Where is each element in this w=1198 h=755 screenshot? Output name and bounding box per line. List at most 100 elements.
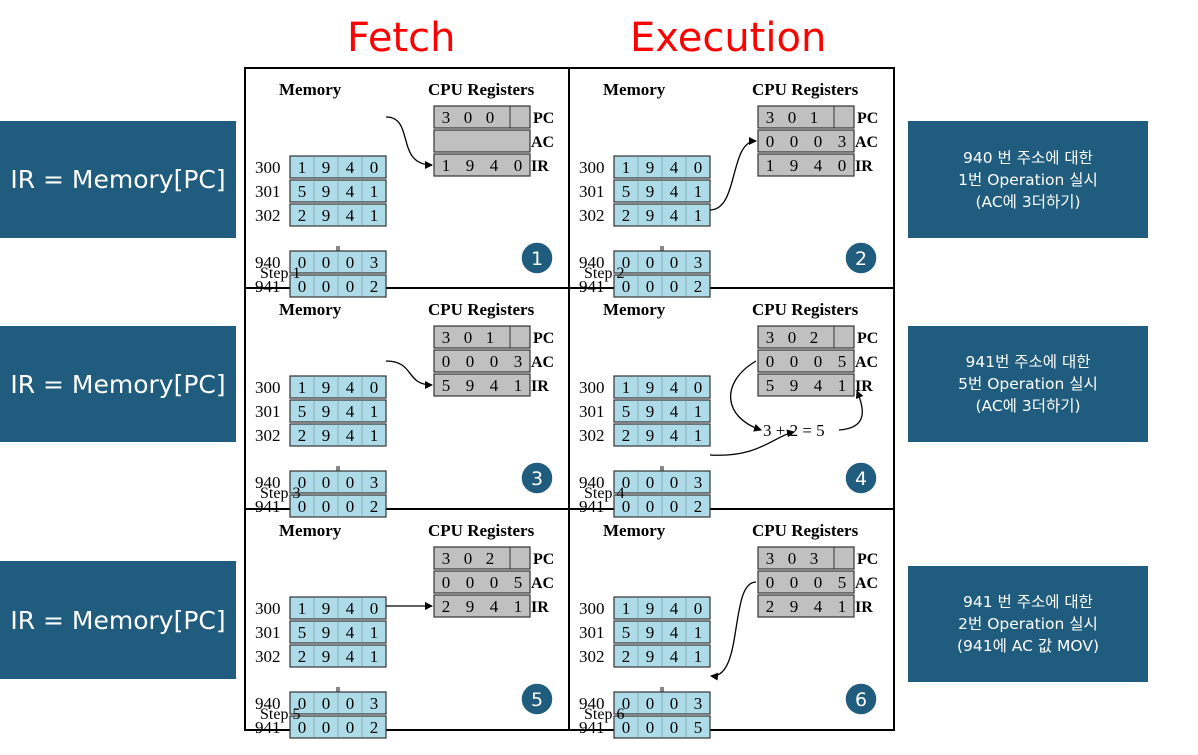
- register-ir-digit-2: 9: [466, 156, 475, 175]
- memory-address-302: 302: [255, 426, 281, 445]
- cpu-registers-title: CPU Registers: [428, 80, 535, 99]
- memory-301-digit-1: 5: [298, 182, 307, 201]
- memory-302-digit-4: 1: [694, 206, 703, 225]
- memory-940-digit-3: 0: [346, 473, 355, 492]
- memory-address-940: 940: [255, 253, 281, 272]
- memory-301-digit-2: 9: [646, 623, 655, 642]
- memory-940-digit-4: 3: [370, 253, 379, 272]
- register-pc-digit-2: 0: [788, 328, 797, 347]
- memory-302-digit-1: 2: [298, 426, 307, 445]
- register-ir-digit-4: 0: [514, 156, 523, 175]
- register-ac-digit-2: 0: [790, 352, 799, 371]
- memory-940-digit-2: 0: [646, 694, 655, 713]
- right-label-1-line-3: (AC에 3더하기): [975, 192, 1081, 211]
- step-label: Step 3: [260, 485, 300, 502]
- register-ir-digit-3: 4: [490, 156, 499, 175]
- register-pc-digit-2: 0: [464, 549, 473, 568]
- register-pc-cell: [433, 325, 531, 349]
- memory-302-digit-3: 4: [346, 206, 355, 225]
- left-label-2: IR = Memory[PC]: [0, 326, 236, 442]
- memory-to-sum-arrow: [709, 429, 795, 456]
- register-ac-digit-2: 0: [466, 573, 475, 592]
- memory-941-digit-1: 0: [298, 718, 307, 737]
- memory-302-digit-1: 2: [622, 647, 631, 666]
- right-label-2-line-3: (AC에 3더하기): [975, 397, 1081, 415]
- step-badge: [844, 241, 878, 275]
- register-pc-digit-2: 0: [788, 108, 797, 127]
- memory-301-digit-3: 4: [670, 182, 679, 201]
- memory-address-302: 302: [579, 647, 605, 666]
- register-ac-digit-4: 5: [514, 573, 523, 592]
- memory-941-digit-1: 0: [298, 277, 307, 296]
- memory-address-941: 941: [579, 497, 605, 516]
- memory-300-digit-3: 4: [346, 378, 355, 397]
- register-ir-cell: [757, 153, 855, 177]
- register-pc-label: PC: [857, 551, 878, 568]
- memory-address-301: 301: [579, 623, 605, 642]
- memory-941-digit-2: 0: [646, 718, 655, 737]
- execute-arrow: [709, 137, 757, 211]
- register-ir-digit-4: 1: [514, 597, 523, 616]
- memory-941-digit-2: 0: [646, 277, 655, 296]
- memory-title: Memory: [279, 521, 342, 540]
- register-ac-label: AC: [855, 575, 878, 592]
- register-pc-digit-3: 0: [486, 108, 495, 127]
- register-ac-cell: [757, 129, 855, 153]
- right-label-3-line-2: 2번 Operation 실시: [958, 615, 1098, 633]
- memory-941-digit-2: 0: [646, 497, 655, 516]
- cpu-registers-title: CPU Registers: [752, 521, 859, 540]
- register-ir-digit-2: 9: [790, 597, 799, 616]
- memory-300-digit-4: 0: [370, 378, 379, 397]
- memory-940-digit-2: 0: [646, 473, 655, 492]
- memory-940-digit-4: 3: [694, 253, 703, 272]
- memory-940-digit-4: 3: [694, 694, 703, 713]
- memory-302-digit-3: 4: [346, 426, 355, 445]
- register-ir-digit-2: 9: [466, 376, 475, 395]
- memory-941-digit-1: 0: [622, 497, 631, 516]
- memory-301-digit-3: 4: [670, 623, 679, 642]
- register-ac-cell: [757, 349, 855, 373]
- left-label-3: IR = Memory[PC]: [0, 561, 236, 679]
- memory-302-digit-4: 1: [370, 426, 379, 445]
- register-ac-digit-2: 0: [790, 132, 799, 151]
- memory-940-digit-4: 3: [370, 473, 379, 492]
- fetch-header: Fetch: [347, 15, 456, 61]
- execution-header: Execution: [630, 15, 827, 61]
- register-ir-label: IR: [531, 378, 549, 395]
- register-pc-digit-2: 0: [464, 328, 473, 347]
- memory-940-digit-2: 0: [322, 473, 331, 492]
- memory-302-digit-3: 4: [670, 426, 679, 445]
- store-arrow: [710, 581, 757, 681]
- memory-302-digit-4: 1: [370, 206, 379, 225]
- register-pc-digit-1: 3: [766, 549, 775, 568]
- sum-to-ac-arrow: [838, 390, 864, 431]
- step-badge-number: 4: [855, 468, 867, 490]
- memory-941-digit-1: 0: [298, 497, 307, 516]
- memory-302-digit-2: 9: [322, 206, 331, 225]
- memory-address-941: 941: [255, 718, 281, 737]
- memory-302-digit-1: 2: [622, 206, 631, 225]
- register-ir-digit-1: 2: [442, 597, 451, 616]
- register-pc-cell: [757, 105, 855, 129]
- memory-301-digit-4: 1: [694, 623, 703, 642]
- memory-302-digit-2: 9: [322, 647, 331, 666]
- register-ac-digit-1: 0: [766, 132, 775, 151]
- register-ac-digit-1: 0: [766, 573, 775, 592]
- register-ac-digit-1: 0: [766, 352, 775, 371]
- memory-940-digit-1: 0: [622, 694, 631, 713]
- fetch-arrow: [385, 360, 433, 389]
- register-ac-digit-4: 3: [838, 132, 847, 151]
- memory-address-300: 300: [579, 378, 605, 397]
- step-badge-number: 6: [855, 689, 867, 711]
- register-pc-cell: [757, 546, 855, 570]
- memory-300-digit-2: 9: [646, 158, 655, 177]
- memory-300-digit-1: 1: [622, 378, 631, 397]
- register-ir-digit-2: 9: [466, 597, 475, 616]
- register-ac-cell: [433, 349, 531, 373]
- register-ac-digit-3: 0: [490, 573, 499, 592]
- memory-300-digit-3: 4: [346, 599, 355, 618]
- register-ac-label: AC: [531, 575, 554, 592]
